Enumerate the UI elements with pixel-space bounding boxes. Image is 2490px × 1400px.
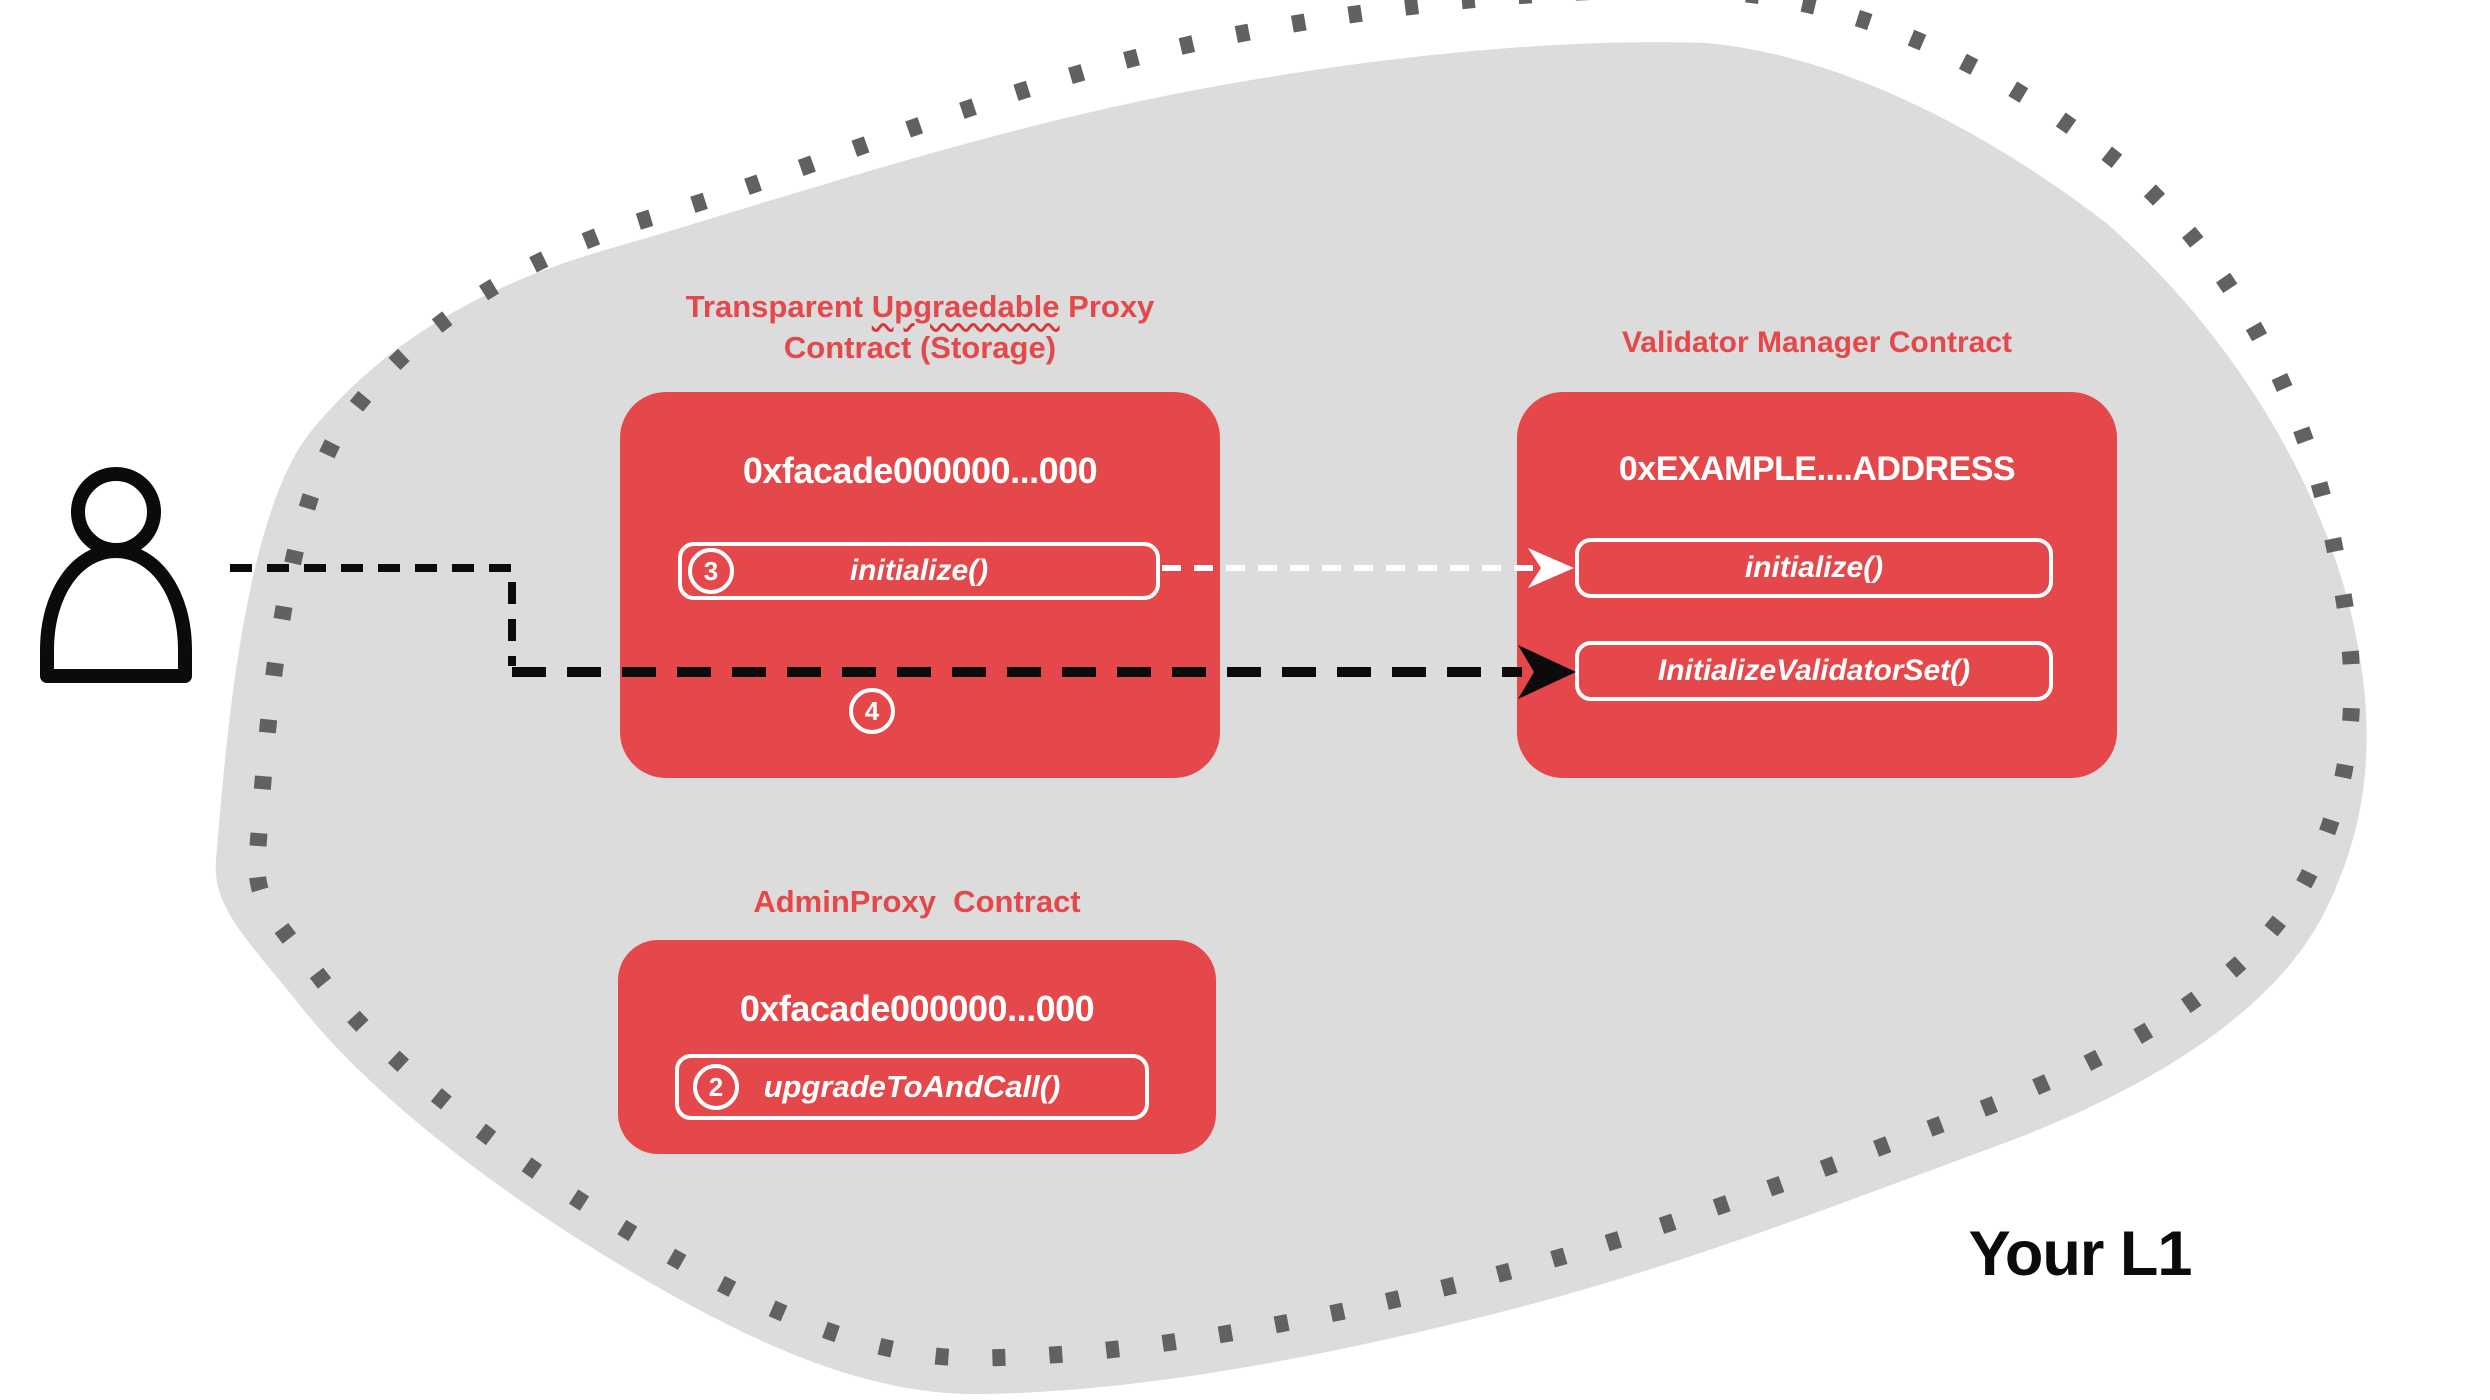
proxy-initialize-label: initialize() [849,554,989,587]
proxy-title-misspelled-word: Upgraedable [871,289,1060,324]
admin-contract-address: 0xfacade000000...000 [739,988,1095,1029]
validator-initialize-label: initialize() [1744,551,1884,584]
admin-upgrade-pill: 2 upgradeToAndCall() [675,1054,1149,1120]
step-badge-2: 2 [693,1064,739,1110]
user-icon-head [71,467,161,557]
proxy-initialize-pill: 3 initialize() [678,542,1160,600]
l1-label: Your L1 [1968,1219,2193,1289]
proxy-title-pre: Transparent [685,289,872,324]
step-badge-3: 3 [688,548,734,594]
admin-contract-title: AdminProxy Contract [753,884,1081,919]
validator-contract-title: Validator Manager Contract [1621,326,2013,359]
proxy-contract-box: 0xfacade000000...000 3 initialize() 4 [620,392,1220,778]
step-badge-4: 4 [849,688,895,734]
validator-initialize-validator-set-pill: InitializeValidatorSet() [1575,641,2053,701]
user-icon-body [40,544,192,683]
proxy-title-post: Proxy [1059,289,1155,324]
validator-initialize-pill: initialize() [1575,538,2053,598]
proxy-contract-address: 0xfacade000000...000 [742,450,1098,491]
validator-initialize-validator-set-label: InitializeValidatorSet() [1657,654,1971,687]
admin-contract-box: 0xfacade000000...000 2 upgradeToAndCall(… [618,940,1216,1154]
user-call-path [230,564,516,666]
admin-upgrade-label: upgradeToAndCall() [763,1069,1061,1104]
validator-contract-address: 0xEXAMPLE....ADDRESS [1618,450,2016,488]
user-icon [40,467,192,683]
proxy-title-line2: Contract (Storage) [783,330,1057,365]
validator-contract-box: 0xEXAMPLE....ADDRESS initialize() Initia… [1517,392,2117,778]
